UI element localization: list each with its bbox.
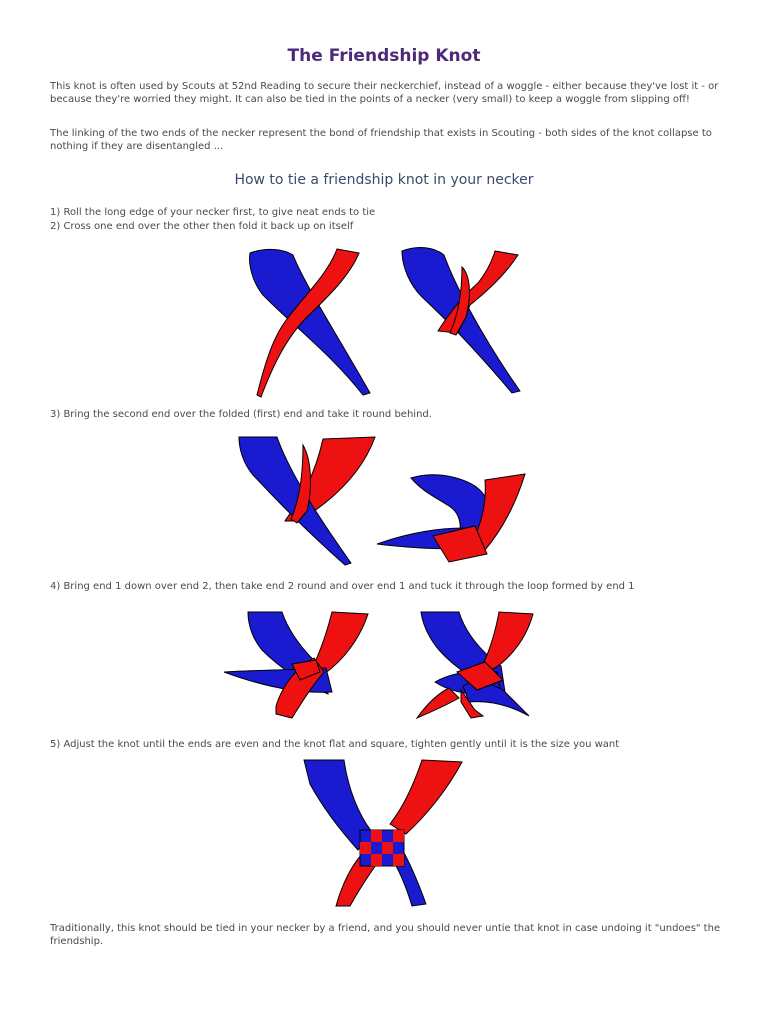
step-5-text: 5) Adjust the knot until the ends are ev… bbox=[50, 739, 620, 750]
step-3-image-a bbox=[238, 436, 376, 566]
step-5-image bbox=[303, 759, 463, 907]
intro-paragraph-2: The linking of the two ends of the necke… bbox=[50, 128, 712, 152]
step-3-image-b bbox=[376, 473, 526, 563]
step-2-image-a bbox=[249, 248, 371, 398]
page-title: The Friendship Knot bbox=[287, 46, 481, 66]
step-2-text: 2) Cross one end over the other then fol… bbox=[50, 221, 354, 232]
step-4-text: 4) Bring end 1 down over end 2, then tak… bbox=[50, 581, 635, 592]
section-heading: How to tie a friendship knot in your nec… bbox=[234, 172, 534, 188]
closing-paragraph: Traditionally, this knot should be tied … bbox=[50, 923, 721, 947]
step-4-image-b bbox=[415, 611, 534, 720]
intro-paragraph-1: This knot is often used by Scouts at 52n… bbox=[50, 81, 719, 105]
step-3-text: 3) Bring the second end over the folded … bbox=[50, 409, 432, 420]
step-2-image-b bbox=[401, 247, 521, 394]
step-4-image-a bbox=[223, 611, 369, 719]
step-1-text: 1) Roll the long edge of your necker fir… bbox=[50, 207, 376, 218]
